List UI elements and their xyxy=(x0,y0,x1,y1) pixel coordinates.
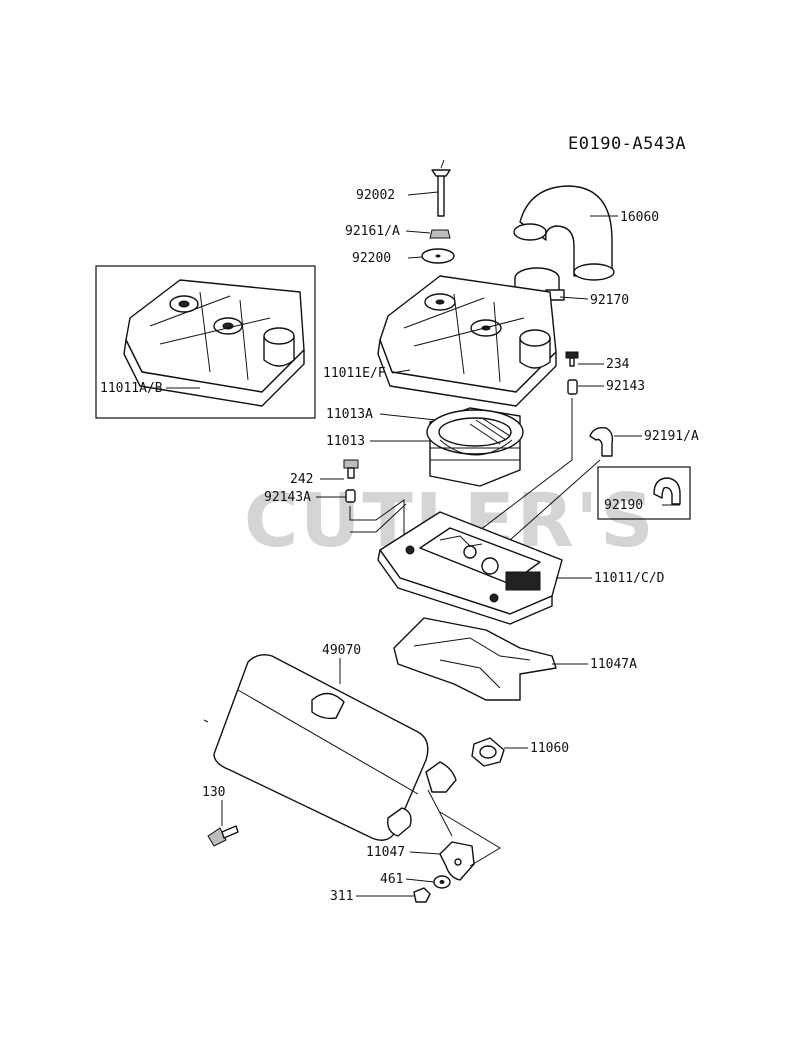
part-11011ef-cover xyxy=(377,275,557,407)
label-92170: 92170 xyxy=(590,293,629,308)
part-92143a-collar xyxy=(345,489,356,503)
label-130: 130 xyxy=(202,785,225,800)
part-49070-muffler xyxy=(203,654,457,841)
label-11011ab: 11011A/B xyxy=(100,381,163,396)
part-92191a-hose xyxy=(589,426,614,457)
label-11013: 11013 xyxy=(326,434,365,449)
diagram-code: E0190-A543A xyxy=(568,134,686,154)
label-92161a: 92161/A xyxy=(345,224,400,239)
label-16060: 16060 xyxy=(620,210,659,225)
label-234: 234 xyxy=(606,357,630,372)
part-11047a-shield xyxy=(393,617,557,701)
part-92200-washer xyxy=(421,248,455,264)
part-air-cleaner-cover-inset xyxy=(123,279,305,407)
label-49070: 49070 xyxy=(322,643,361,658)
label-92200: 92200 xyxy=(352,251,391,266)
label-11047a: 11047A xyxy=(590,657,637,672)
label-11013a: 11013A xyxy=(326,407,373,422)
label-11060: 11060 xyxy=(530,741,569,756)
part-11011cd-base xyxy=(377,511,563,625)
part-311-nut xyxy=(413,887,431,903)
inset-box-92190 xyxy=(597,466,691,520)
label-92190: 92190 xyxy=(604,498,643,513)
part-92002-screw xyxy=(431,159,451,217)
part-16060-duct xyxy=(513,185,615,281)
part-461-washer xyxy=(433,875,451,889)
label-461: 461 xyxy=(380,872,403,887)
inset-box xyxy=(95,265,316,419)
label-11047: 11047 xyxy=(366,845,405,860)
label-11011ef: 11011E/F xyxy=(323,366,386,381)
label-311: 311 xyxy=(330,889,353,904)
label-92143: 92143 xyxy=(606,379,645,394)
part-242-bolt xyxy=(343,459,359,479)
part-92143-collar xyxy=(567,379,578,395)
part-92161a-nut xyxy=(429,229,451,239)
part-11013-filter xyxy=(426,407,524,487)
part-92190-hose xyxy=(653,477,681,505)
label-242: 242 xyxy=(290,472,313,487)
label-11011cd: 11011/C/D xyxy=(594,571,665,586)
part-130-bolt xyxy=(207,825,239,847)
label-92143a: 92143A xyxy=(264,490,311,505)
part-234-bolt xyxy=(565,351,579,367)
label-92191a: 92191/A xyxy=(644,429,699,444)
part-11060-gasket xyxy=(471,737,505,767)
part-11047-bracket xyxy=(427,789,501,881)
label-92002: 92002 xyxy=(356,188,395,203)
